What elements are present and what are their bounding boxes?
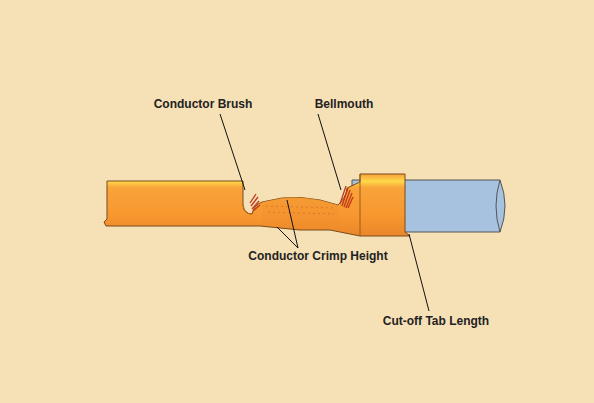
leader-lines bbox=[220, 114, 429, 311]
bellmouth-flare bbox=[340, 186, 353, 208]
conductor-brush bbox=[250, 194, 260, 211]
part-label: Conductor Brush bbox=[154, 97, 253, 111]
crimp-area bbox=[262, 197, 340, 228]
crimp-terminal bbox=[104, 174, 410, 236]
part-label: Bellmouth bbox=[315, 97, 374, 111]
wire-end bbox=[496, 180, 500, 232]
notch-edge bbox=[243, 205, 252, 214]
conductor-strands bbox=[266, 206, 336, 214]
dimension-label: Cut-off Tab Length bbox=[383, 314, 489, 328]
dimension-label: Conductor Crimp Height bbox=[248, 249, 387, 263]
insulation-barrel-edge bbox=[360, 174, 361, 236]
